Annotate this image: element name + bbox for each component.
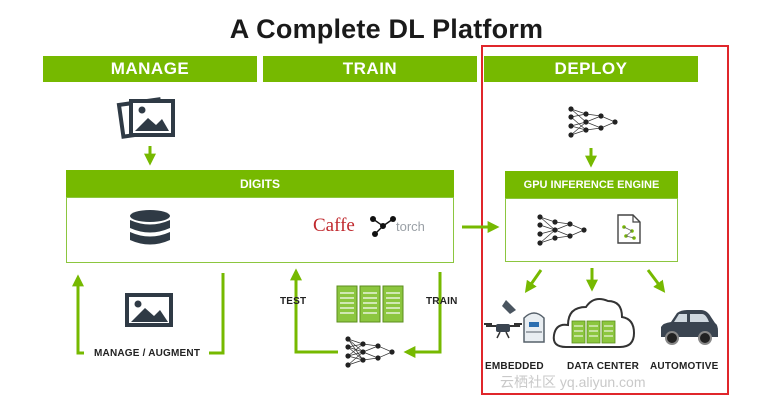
- page-title: A Complete DL Platform: [229, 14, 544, 44]
- deploy-highlight-box: [481, 45, 729, 395]
- caffe-logo-text: Caffe: [313, 215, 355, 236]
- image-icon: [125, 293, 173, 327]
- loop-test: [290, 268, 338, 354]
- embedded-devices-icon: [484, 300, 545, 343]
- arrow-engine-to-embedded: [524, 269, 543, 293]
- header-manage: MANAGE: [43, 56, 257, 82]
- watermark-text: 云栖社区 yq.aliyun.com: [500, 374, 646, 390]
- automotive-label: AUTOMOTIVE: [650, 361, 719, 372]
- robot-icon: [523, 312, 545, 343]
- arrow-engine-to-automotive: [646, 269, 666, 293]
- camera-icon: [502, 300, 516, 314]
- manage-augment-label: MANAGE / AUGMENT: [94, 348, 201, 359]
- document-icon: [617, 214, 641, 244]
- drone-icon: [484, 323, 522, 339]
- data-center-label: DATA CENTER: [567, 361, 640, 372]
- image-stack-icon: [116, 97, 175, 139]
- header-train: TRAIN: [263, 56, 477, 82]
- digits-panel: [66, 197, 454, 263]
- gpu-server-icon: [336, 285, 404, 323]
- embedded-label: EMBEDDED: [485, 361, 544, 372]
- loop-train: [403, 272, 442, 358]
- neural-network-icon: [345, 336, 395, 368]
- train-label: TRAIN: [426, 296, 458, 307]
- car-icon: [661, 310, 718, 345]
- database-icon: [130, 210, 170, 245]
- optimized-network-icon: [537, 214, 587, 246]
- loop-manage-augment: [209, 273, 225, 355]
- digits-header: DIGITS: [66, 170, 454, 197]
- deployed-network-icon: [568, 106, 618, 138]
- gpu-engine-header: GPU INFERENCE ENGINE: [505, 171, 678, 198]
- torch-logo-icon: [370, 216, 396, 237]
- cloud-datacenter-icon: [552, 298, 636, 348]
- gpu-engine-panel: [505, 198, 678, 262]
- test-label: TEST: [280, 296, 307, 307]
- header-deploy: DEPLOY: [484, 56, 698, 82]
- torch-logo-text: torch: [396, 219, 425, 234]
